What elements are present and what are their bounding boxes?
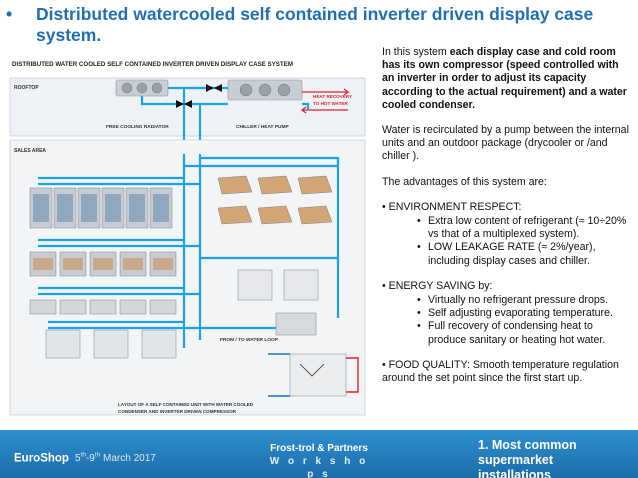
intro-bold: each display case and cold room has its … [382, 46, 627, 111]
month-year: March 2017 [100, 453, 156, 465]
heat-recovery-label-2: TO HOT WATER [313, 101, 348, 106]
self-contained-unit-detail [268, 312, 359, 397]
list-item: Full recovery of condensing heat to prod… [417, 320, 632, 346]
chiller-label: CHILLER / HEAT PUMP [236, 124, 289, 130]
heat-recovery-label-1: HEAT RECOVERY [313, 94, 352, 99]
serve-over-counters [29, 299, 177, 315]
day-to-suffix: th [94, 452, 101, 459]
day-from-suffix: th [80, 452, 86, 459]
water-paragraph: Water is recirculated by a pump between … [382, 124, 629, 163]
title-text: Distributed watercooled self contained i… [36, 4, 594, 45]
list-item: Virtually no refrigerant pressure drops. [417, 294, 632, 307]
walk-in-cold-rooms [237, 269, 319, 301]
workshops-label: W o r k s h o p s [269, 456, 369, 478]
cold-rooms [45, 329, 177, 359]
sales-area-label: SALES AREA [14, 148, 46, 154]
advantages-paragraph: The advantages of this system are: [382, 175, 547, 188]
footer-event: EuroShop 5th-9th March 2017 [14, 452, 156, 464]
free-cooling-label: FREE COOLING RADIATOR [106, 124, 169, 130]
island-cases [217, 175, 333, 225]
list-item: LOW LEAKAGE RATE (≈ 2%/year), including … [417, 241, 632, 267]
company-name: Frost-trol & Partners [270, 443, 368, 454]
footer-bar: EuroShop 5th-9th March 2017 Frost-trol & … [0, 430, 638, 478]
valve-icon [176, 84, 222, 108]
footer-section-title: 1. Most common supermarket installations [478, 438, 577, 478]
energy-title: • ENERGY SAVING by: [382, 279, 493, 292]
free-cooling-radiator [115, 79, 169, 97]
footer-company: Frost-trol & Partners W o r k s h o p s [264, 442, 374, 478]
list-item: Self adjusting evaporating temperature. [417, 307, 632, 320]
rooftop-area [9, 77, 366, 137]
water-loop-label: FROM / TO WATER LOOP [220, 337, 279, 343]
system-diagram: DISTRIBUTED WATER COOLED SELF CONTAINED … [8, 58, 370, 418]
chiller-heat-pump [227, 79, 303, 101]
rooftop-label: ROOFTOP [14, 85, 39, 91]
title-bullet: • [6, 4, 13, 24]
list-item: Extra low content of refrigerant (≈ 10÷2… [417, 215, 632, 241]
layout-caption-1: LAYOUT OF A SELF CONTAINED UNIT WITH WAT… [118, 402, 254, 407]
day-from: 5 [74, 453, 81, 465]
environment-list: Extra low content of refrigerant (≈ 10÷2… [382, 215, 632, 268]
day-to: 9 [89, 453, 95, 465]
diagram-heading: DISTRIBUTED WATER COOLED SELF CONTAINED … [12, 61, 293, 68]
environment-title: • ENVIRONMENT RESPECT: [382, 200, 522, 213]
description-text: In this system each display case and col… [382, 46, 632, 397]
slide-title: • Distributed watercooled self contained… [6, 4, 606, 46]
energy-list: Virtually no refrigerant pressure drops.… [382, 294, 632, 347]
event-dates: 5th-9th March 2017 [74, 452, 156, 465]
intro-paragraph: In this system each display case and col… [382, 46, 632, 112]
event-name: EuroShop [14, 452, 69, 465]
intro-pre: In this system [382, 46, 450, 58]
food-quality-paragraph: • FOOD QUALITY: Smooth temperature regul… [382, 358, 619, 385]
layout-caption-2: CONDENSER AND INVERTER DRIVEN COMPRESSOR [118, 409, 237, 414]
